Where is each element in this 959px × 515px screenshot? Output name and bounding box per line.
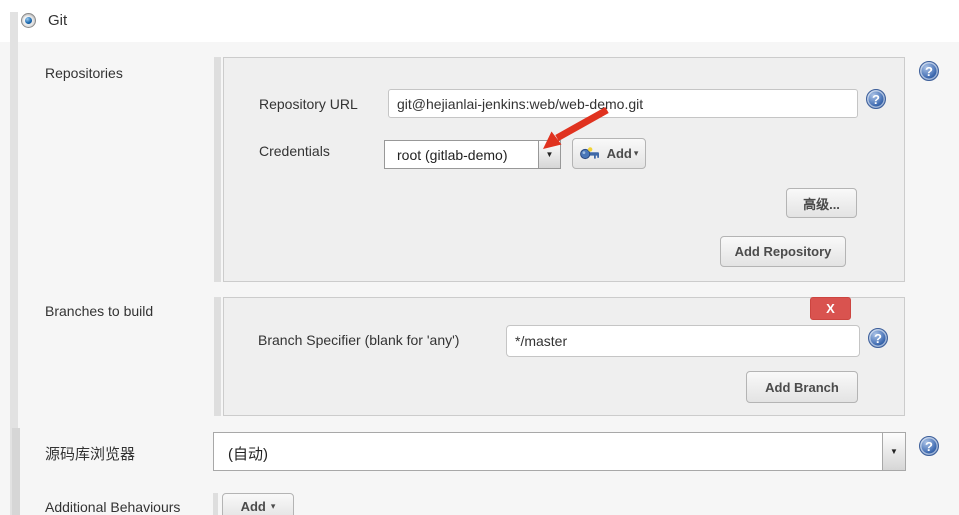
repository-browser-label: 源码库浏览器 [45, 446, 136, 463]
advanced-button-label: 高级... [803, 196, 840, 212]
repository-url-help-icon[interactable]: ? [866, 89, 886, 109]
branch-specifier-label: Branch Specifier (blank for 'any') [258, 332, 460, 348]
key-icon [579, 146, 599, 159]
add-caret-icon: ▾ [633, 148, 639, 158]
credentials-add-button[interactable]: Add ▾ [572, 138, 646, 169]
add-branch-button[interactable]: Add Branch [746, 371, 858, 403]
credentials-select[interactable]: root (gitlab-demo) ▼ [384, 140, 561, 169]
add-branch-label: Add Branch [765, 379, 839, 395]
repository-url-input[interactable] [388, 89, 858, 118]
additional-behaviours-label: Additional Behaviours [45, 499, 181, 515]
nested-block-left-bar [12, 428, 20, 515]
repository-browser-select[interactable]: (自动) ▼ [213, 432, 906, 471]
delete-branch-button[interactable]: X [810, 297, 851, 320]
repositories-help-icon[interactable]: ? [919, 61, 939, 81]
repository-drag-handle[interactable] [214, 57, 221, 282]
branch-specifier-input[interactable] [506, 325, 860, 357]
caret-down-icon: ▼ [890, 446, 898, 456]
add-repository-label: Add Repository [734, 244, 832, 259]
behaviours-drag-handle[interactable] [213, 493, 218, 515]
git-radio-label: Git [48, 12, 68, 29]
repositories-section-label: Repositories [45, 65, 123, 81]
behaviours-add-label: Add [240, 499, 266, 514]
advanced-button[interactable]: 高级... [786, 188, 857, 218]
credentials-add-label: Add [606, 146, 632, 161]
behaviours-add-caret-icon: ▾ [270, 501, 276, 511]
repository-url-label: Repository URL [259, 96, 358, 112]
git-radio-button[interactable] [21, 13, 36, 28]
delete-branch-label: X [826, 301, 835, 316]
red-annotation-arrow [543, 106, 609, 149]
credentials-selected-value: root (gitlab-demo) [384, 140, 539, 169]
caret-down-icon: ▼ [545, 149, 554, 159]
additional-behaviours-add-button[interactable]: Add ▾ [222, 493, 294, 515]
repository-browser-dropdown-button[interactable]: ▼ [882, 432, 906, 471]
branch-specifier-help-icon[interactable]: ? [868, 328, 888, 348]
add-repository-button[interactable]: Add Repository [720, 236, 846, 267]
repository-browser-selected-value: (自动) [213, 432, 883, 471]
credentials-label: Credentials [259, 143, 330, 159]
branches-section-label: Branches to build [45, 303, 154, 319]
radio-block-left-bar [10, 12, 18, 515]
branch-drag-handle[interactable] [214, 297, 221, 416]
radio-selected-dot [25, 17, 32, 24]
repository-browser-help-icon[interactable]: ? [919, 436, 939, 456]
